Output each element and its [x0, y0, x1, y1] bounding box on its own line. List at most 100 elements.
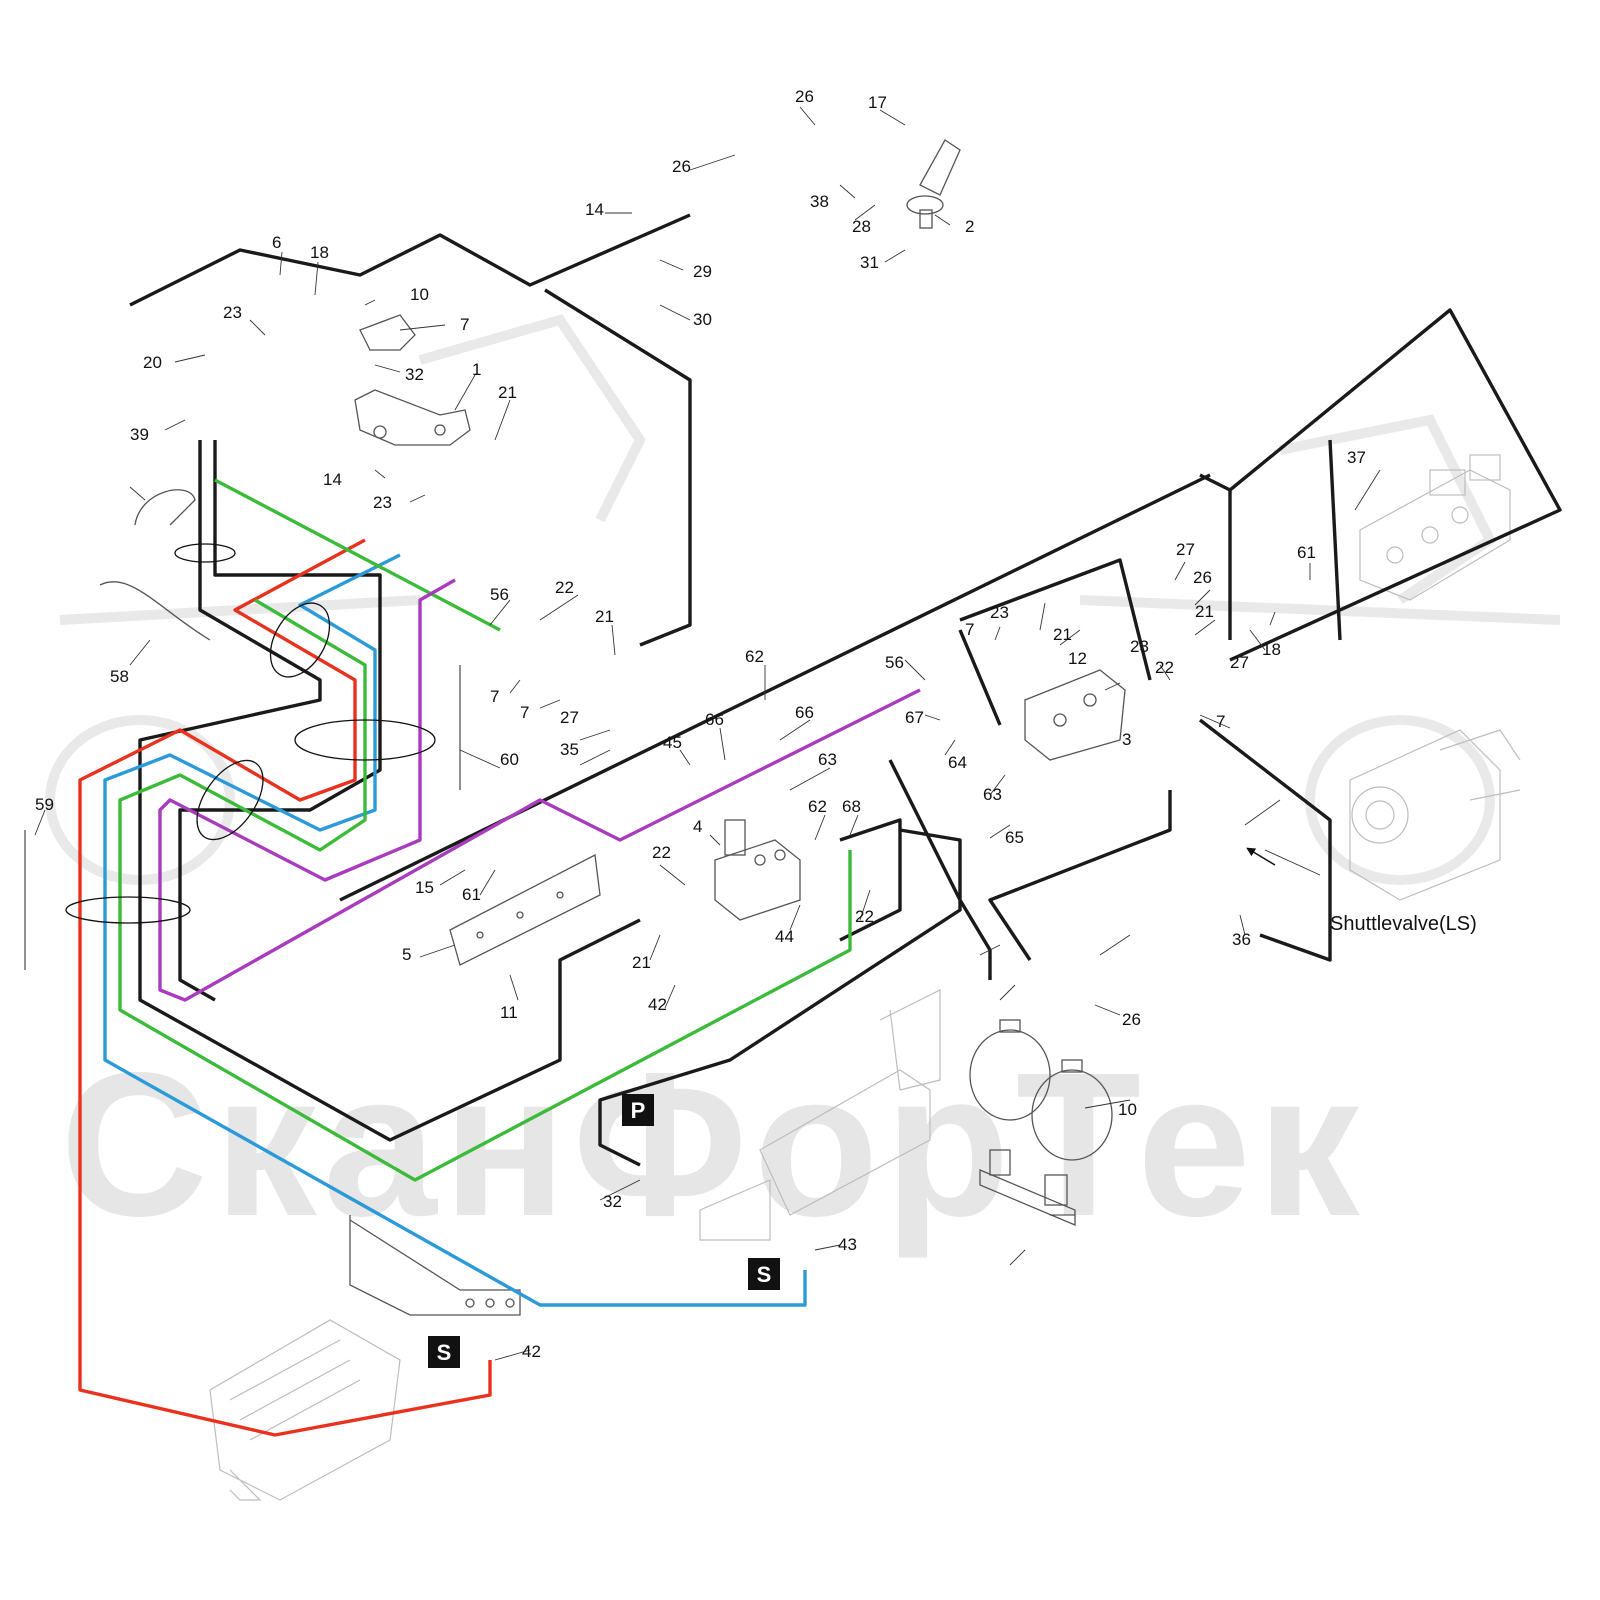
clamp-67	[134, 489, 196, 526]
parts	[24, 139, 1126, 1226]
callout: 12	[1068, 649, 1087, 668]
hose-black-right-frame	[958, 558, 1332, 962]
callout: 7	[460, 315, 469, 334]
callout: 20	[143, 353, 162, 372]
valve-block-4	[714, 819, 801, 921]
callout: 22	[652, 843, 671, 862]
callout: 35	[560, 740, 579, 759]
callout: 28	[852, 217, 871, 236]
callout: 66	[705, 710, 724, 729]
hydraulic-pump	[1349, 729, 1521, 901]
brake-valve-module	[1359, 454, 1511, 601]
callout: 68	[842, 797, 861, 816]
callout: 26	[795, 87, 814, 106]
callout: 26	[1122, 1010, 1141, 1029]
clamp-loop-3	[294, 719, 436, 761]
callout: 7	[490, 687, 499, 706]
callout: 23	[1130, 637, 1149, 656]
cover-plate-8	[359, 314, 416, 351]
callout: 60	[500, 750, 519, 769]
clamp-loop-1	[174, 543, 236, 563]
hose-black-frame-outer	[138, 440, 641, 1142]
background-components	[209, 454, 1521, 1501]
callout: 66	[795, 703, 814, 722]
callout: 21	[595, 607, 614, 626]
brake-pedal-bracket	[699, 989, 941, 1241]
callout: 26	[672, 157, 691, 176]
callout: 37	[1347, 448, 1366, 467]
callout: 17	[868, 93, 887, 112]
callout: 10	[410, 285, 429, 304]
leader-lines	[34, 106, 1381, 1361]
callout: 63	[818, 750, 837, 769]
callout: 11	[500, 1003, 518, 1022]
callout: 23	[373, 493, 392, 512]
callout: 61	[1297, 543, 1316, 562]
callout: 32	[603, 1192, 622, 1211]
callout: 42	[648, 995, 667, 1014]
callout: 63	[983, 785, 1002, 804]
callout: 21	[1053, 625, 1072, 644]
mounting-plate	[349, 1215, 521, 1316]
callout: 27	[1230, 653, 1249, 672]
callout: 61	[462, 885, 481, 904]
callout: 62	[745, 647, 764, 666]
callout: 56	[885, 653, 904, 672]
callout: 6	[272, 233, 281, 252]
port-tag-s-left: S	[428, 1336, 460, 1368]
tie-wrap-loops	[65, 543, 436, 924]
svg-text:P: P	[631, 1098, 646, 1123]
callout: 23	[990, 603, 1009, 622]
callout: 23	[223, 303, 242, 322]
watermark: СканФорТек	[45, 314, 1561, 1259]
callout: 22	[1155, 658, 1174, 677]
black-hose-lines	[129, 213, 1562, 1167]
pressure-line-red	[78, 538, 492, 1437]
callout: 18	[1262, 640, 1281, 659]
callout: 31	[860, 253, 879, 272]
hose-black-lower-right	[839, 790, 1172, 961]
callout: 21	[632, 953, 651, 972]
callout: 56	[490, 585, 509, 604]
hose-black-frame-inner	[178, 440, 382, 1002]
callout-labels: 26 17 26 14 38 28 2 29 30 31 6 18 10 7 2…	[35, 87, 1366, 1361]
pilot-line-green	[118, 478, 852, 1182]
clamp-loop-4	[196, 759, 264, 841]
callout: 7	[965, 620, 974, 639]
callout: 64	[948, 753, 967, 772]
control-valve-block	[209, 1319, 401, 1501]
callout: 43	[838, 1235, 857, 1254]
callout: 30	[693, 310, 712, 329]
callout: 5	[402, 945, 411, 964]
colored-pilot-lines	[78, 478, 921, 1437]
accumulators-10	[969, 1019, 1113, 1161]
callout: 58	[110, 667, 129, 686]
callout: 36	[1232, 930, 1251, 949]
pilot-line-blue	[103, 553, 807, 1307]
clips-56	[24, 581, 461, 970]
callout: 42	[522, 1342, 541, 1361]
port-tag-p: P	[622, 1094, 654, 1126]
callout: 38	[810, 192, 829, 211]
port-tags: P S S	[428, 1094, 780, 1368]
svg-text:S: S	[757, 1262, 772, 1287]
callout: 2	[965, 217, 974, 236]
callout: 21	[498, 383, 517, 402]
callout: 7	[520, 703, 529, 722]
port-tag-s-right: S	[748, 1258, 780, 1290]
callout: 44	[775, 927, 794, 946]
callout: 3	[1122, 730, 1131, 749]
callout: 27	[560, 708, 579, 727]
callout: 1	[472, 360, 481, 379]
callout: 22	[555, 578, 574, 597]
hose-black-upper	[129, 213, 692, 647]
pedal-2	[906, 139, 961, 229]
callout: 14	[585, 200, 604, 219]
svg-text:S: S	[437, 1340, 452, 1365]
callout: 45	[663, 733, 682, 752]
callout: 62	[808, 797, 827, 816]
clamp-loop-2	[269, 602, 331, 678]
callout: 4	[693, 817, 702, 836]
callout: 15	[415, 878, 434, 897]
